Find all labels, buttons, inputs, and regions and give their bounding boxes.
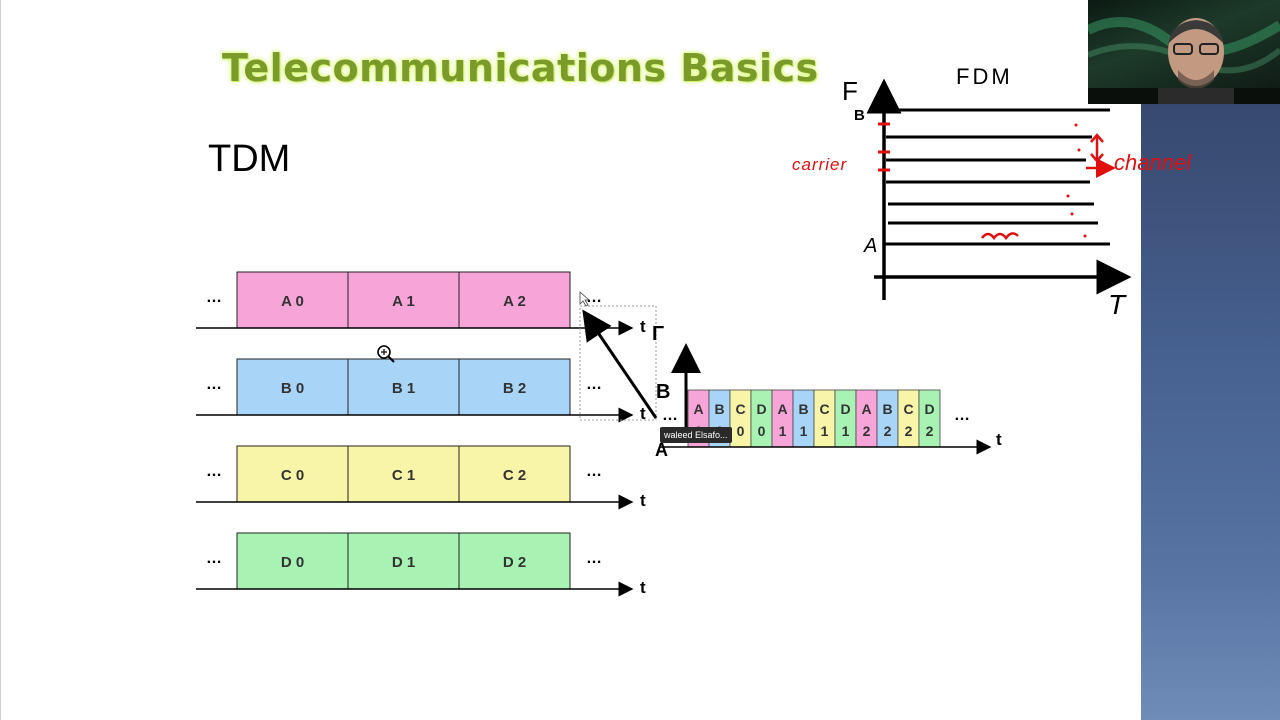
time-slot — [347, 532, 460, 590]
time-slot-label: B 1 — [392, 380, 415, 397]
mux-slot-channel: A — [693, 401, 703, 417]
time-slot — [458, 532, 571, 590]
mux-slot-index: 0 — [758, 423, 766, 439]
time-slot — [347, 445, 460, 503]
ellipsis-left: … — [206, 289, 222, 306]
mux-slot-channel: B — [714, 401, 724, 417]
mux-slot-channel: B — [882, 401, 892, 417]
svg-text:channel: channel — [1114, 150, 1192, 175]
time-slot-label: C 0 — [281, 467, 304, 484]
ellipsis-right: … — [586, 550, 602, 567]
mux-slot-index: 2 — [926, 423, 934, 439]
fdm-t-label: T — [1108, 289, 1127, 320]
time-slot-label: B 2 — [503, 380, 526, 397]
time-axis-label: t — [640, 404, 646, 423]
ellipsis-right: … — [586, 376, 602, 393]
mux-slot-channel: A — [861, 401, 871, 417]
time-slot-label: A 1 — [392, 293, 415, 310]
time-slot-label: B 0 — [281, 380, 304, 397]
time-slot-label: D 1 — [392, 554, 415, 571]
mux-slot-channel: D — [924, 401, 934, 417]
carrier-annotation: carrier — [792, 155, 848, 174]
tdm-heading: TDM — [208, 138, 291, 180]
mux-slot-index: 1 — [800, 423, 808, 439]
mux-slot-index: 1 — [779, 423, 787, 439]
ellipsis-right: … — [586, 289, 602, 306]
mux-slot-index: 2 — [863, 423, 871, 439]
time-slot — [458, 271, 571, 329]
ellipsis-left: … — [206, 550, 222, 567]
background-panel — [1141, 104, 1280, 720]
small-f-label: Γ — [652, 323, 664, 345]
tdm-row-b: B 0 B 1 B 2 t … … — [196, 358, 646, 423]
fdm-a-label: A — [863, 235, 877, 257]
time-axis-label: t — [640, 491, 646, 510]
multiplexed-stream: A0B0C0D0A1B1C1D1A2B2C2D2t…… — [660, 389, 1002, 455]
time-slot — [236, 271, 349, 329]
time-axis-label: t — [640, 578, 646, 597]
time-slot-label: D 2 — [503, 554, 526, 571]
zoom-cursor-icon — [377, 345, 395, 363]
time-slot — [458, 445, 571, 503]
mux-time-axis-label: t — [996, 430, 1002, 449]
mux-ellipsis-left: … — [662, 407, 678, 424]
small-a-label: A — [655, 440, 668, 460]
pointer-cursor-icon — [579, 291, 591, 307]
mux-slot-channel: A — [777, 401, 787, 417]
mux-slot-channel: C — [903, 401, 913, 417]
presenter-head — [1168, 18, 1224, 86]
time-slot-label: C 2 — [503, 467, 526, 484]
time-slot-label: C 1 — [392, 467, 415, 484]
small-b-label: B — [656, 381, 670, 403]
mux-slot-index: 2 — [884, 423, 892, 439]
ellipsis-right: … — [586, 463, 602, 480]
slide-title: Telecommunications Basics — [222, 46, 819, 90]
hand-arrow — [582, 309, 658, 419]
participant-name-tag: waleed Elsafo... — [660, 427, 732, 443]
time-slot — [347, 271, 460, 329]
ellipsis-left: … — [206, 376, 222, 393]
tdm-row-d: D 0 D 1 D 2 t … … — [196, 532, 646, 597]
fdm-title: FDM — [956, 64, 1013, 89]
selection-box — [579, 305, 657, 421]
mux-slot-channel: D — [840, 401, 850, 417]
mux-slot-channel: C — [735, 401, 745, 417]
ellipsis-left: … — [206, 463, 222, 480]
presenter-webcam — [1088, 0, 1280, 104]
fdm-f-label: F — [842, 76, 858, 106]
mux-slot-index: 1 — [821, 423, 829, 439]
time-slot-label: A 2 — [503, 293, 526, 310]
tdm-row-a: A 0 A 1 A 2 t … … — [196, 271, 646, 336]
time-slot — [236, 532, 349, 590]
channel-annotation: channel — [1114, 150, 1192, 175]
time-slot-label: D 0 — [281, 554, 304, 571]
mux-ellipsis-right: … — [954, 407, 970, 424]
fdm-sketch — [866, 78, 1132, 300]
mux-slot-channel: B — [798, 401, 808, 417]
mux-slot-channel: C — [819, 401, 829, 417]
fdm-b-label: B — [854, 107, 865, 124]
mux-slot-index: 1 — [842, 423, 850, 439]
mux-slot-index: 2 — [905, 423, 913, 439]
tdm-row-c: C 0 C 1 C 2 t … … — [196, 445, 646, 510]
slide-border — [0, 0, 1, 720]
mux-slot-channel: D — [756, 401, 766, 417]
time-axis-label: t — [640, 317, 646, 336]
time-slot-label: A 0 — [281, 293, 304, 310]
time-slot — [458, 358, 571, 416]
mux-slot-index: 0 — [737, 423, 745, 439]
